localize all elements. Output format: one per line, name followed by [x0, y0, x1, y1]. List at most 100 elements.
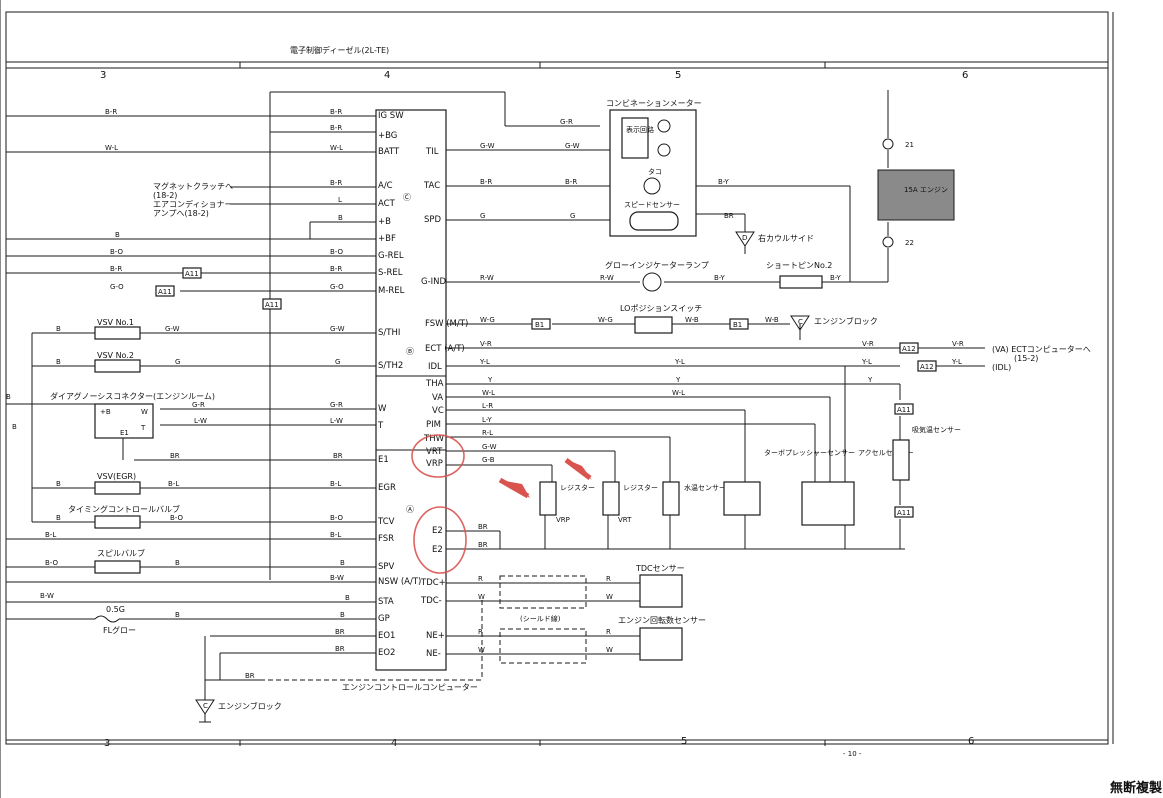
svg-text:R-L: R-L — [482, 429, 493, 437]
grid-label: 3 — [100, 70, 106, 81]
grid-label: 6 — [968, 736, 974, 747]
fuse-15a: 15A エンジン 21 22 — [877, 138, 955, 248]
svg-text:W-G: W-G — [598, 316, 613, 324]
ecu-name: エンジンコントロールコンピューター — [342, 683, 478, 692]
svg-text:ACT: ACT — [378, 199, 396, 209]
svg-text:M-REL: M-REL — [378, 286, 405, 296]
svg-text:B-O: B-O — [170, 514, 184, 522]
svg-text:VSV(EGR): VSV(EGR) — [97, 472, 136, 481]
svg-text:B-R: B-R — [110, 265, 122, 273]
spill-valve: スピルバルブ — [6, 548, 145, 574]
svg-text:B-W: B-W — [40, 592, 54, 600]
svg-text:L: L — [338, 196, 342, 204]
svg-text:グローインジケーターランプ: グローインジケーターランプ — [605, 260, 709, 270]
svg-text:B: B — [56, 514, 61, 522]
svg-text:W-B: W-B — [765, 316, 779, 324]
svg-text:Y: Y — [675, 376, 681, 384]
page-number: - 10 - — [843, 750, 862, 758]
svg-text:VRP: VRP — [556, 516, 570, 524]
water-temp-sensor: 水温センサー — [662, 481, 726, 516]
svg-text:V-R: V-R — [480, 340, 492, 348]
vsv-no1: VSV No.1 — [32, 318, 141, 340]
svg-text:S/TH2: S/TH2 — [378, 361, 403, 371]
svg-text:レジスター: レジスター — [560, 483, 595, 492]
svg-text:15A エンジン: 15A エンジン — [904, 186, 948, 194]
svg-text:NSW (A/T): NSW (A/T) — [378, 577, 421, 587]
svg-text:B-L: B-L — [330, 531, 341, 539]
copyright-notice: 無断複製 — [1110, 780, 1162, 796]
left-wire-labels: B-R B-R B-R W-L W-L B-R L B B B-O B-O B-… — [6, 108, 350, 680]
svg-text:B: B — [115, 231, 120, 239]
svg-text:Y-L: Y-L — [479, 358, 490, 366]
svg-text:表示回路: 表示回路 — [626, 125, 654, 134]
svg-text:V-R: V-R — [862, 340, 874, 348]
svg-text:B-R: B-R — [105, 108, 117, 116]
svg-text:スピードセンサー: スピードセンサー — [624, 201, 680, 209]
svg-text:アクセルセンサー: アクセルセンサー — [858, 449, 914, 457]
tdc-sensor: TDCセンサー — [635, 564, 685, 608]
intake-temp-sensor: A11 A11 吸気温センサー — [892, 403, 961, 518]
svg-text:B-R: B-R — [480, 178, 492, 186]
svg-text:L-W: L-W — [330, 417, 343, 425]
ne-sensor: エンジン回転数センサー — [618, 615, 706, 661]
svg-text:ECT (A/T): ECT (A/T) — [425, 344, 465, 354]
svg-text:22: 22 — [905, 239, 914, 247]
svg-text:IDL: IDL — [428, 362, 442, 372]
svg-text:G: G — [175, 358, 180, 366]
svg-text:NE-: NE- — [426, 649, 441, 659]
svg-text:TDC-: TDC- — [420, 596, 442, 606]
svg-text:ターボプレッシャーセンサー: ターボプレッシャーセンサー — [764, 448, 855, 457]
svg-text:B: B — [338, 214, 343, 222]
svg-text:Y-L: Y-L — [951, 358, 962, 366]
svg-text:E2: E2 — [432, 526, 443, 536]
ground-engine-block-left: C エンジンブロック — [195, 699, 282, 723]
svg-text:B-O: B-O — [330, 248, 344, 256]
svg-text:W: W — [606, 593, 613, 601]
svg-text:W: W — [478, 646, 485, 654]
right-wire-labels: G-R G-W G-W B-R B-R G G R-W R-W B-Y B-Y … — [478, 118, 964, 654]
connector-a11: A11 A11 A11 — [155, 267, 282, 310]
svg-text:NE+: NE+ — [426, 631, 445, 641]
svg-text:A11: A11 — [897, 406, 911, 414]
right-wires — [446, 90, 905, 655]
svg-text:TIL: TIL — [425, 147, 439, 157]
svg-text:(IDL): (IDL) — [992, 363, 1011, 372]
svg-text:G-W: G-W — [565, 142, 580, 150]
grid-label: 4 — [391, 738, 397, 749]
ect-connection: A12 A12 (VA) ECTコンピューターへ (IDL) (15-2) — [899, 342, 1091, 372]
svg-text:B: B — [6, 393, 11, 401]
resistor-vrt: レジスター VRT — [602, 481, 658, 524]
svg-text:B: B — [340, 559, 345, 567]
svg-text:21: 21 — [905, 141, 914, 149]
svg-text:B: B — [340, 611, 345, 619]
svg-text:VRP: VRP — [426, 459, 443, 469]
svg-text:B-W: B-W — [330, 574, 344, 582]
svg-text:STA: STA — [378, 597, 394, 607]
svg-text:コンビネーションメーター: コンビネーションメーター — [606, 99, 702, 108]
svg-text:EO2: EO2 — [378, 648, 395, 658]
lo-position-switch: LOポジションスイッチ B1 B1 — [531, 304, 749, 334]
svg-text:エンジンブロック: エンジンブロック — [218, 701, 282, 711]
svg-text:BATT: BATT — [378, 147, 400, 157]
svg-text:BR: BR — [335, 628, 345, 636]
svg-text:G-R: G-R — [192, 401, 205, 409]
diagram-title: 電子制御ディーゼル(2L-TE) — [290, 45, 389, 55]
svg-text:T: T — [140, 424, 146, 432]
svg-text:B: B — [12, 423, 17, 431]
svg-text:L-R: L-R — [482, 402, 493, 410]
svg-text:(VA) ECTコンピューターへ: (VA) ECTコンピューターへ — [992, 345, 1091, 354]
svg-text:T: T — [377, 421, 384, 431]
svg-text:V-R: V-R — [952, 340, 964, 348]
svg-text:G-R: G-R — [330, 401, 343, 409]
svg-text:A11: A11 — [897, 509, 911, 517]
svg-text:G-W: G-W — [482, 443, 497, 451]
timing-control-valve: タイミングコントロールバルブ — [32, 504, 180, 529]
svg-text:FLグロー: FLグロー — [103, 625, 136, 635]
svg-text:吸気温センサー: 吸気温センサー — [912, 425, 961, 434]
svg-text:G-O: G-O — [330, 283, 344, 291]
svg-text:+BG: +BG — [378, 131, 397, 141]
svg-text:B-R: B-R — [330, 265, 342, 273]
svg-text:Y: Y — [487, 376, 493, 384]
svg-text:BR: BR — [335, 645, 345, 653]
svg-text:B-O: B-O — [330, 514, 344, 522]
